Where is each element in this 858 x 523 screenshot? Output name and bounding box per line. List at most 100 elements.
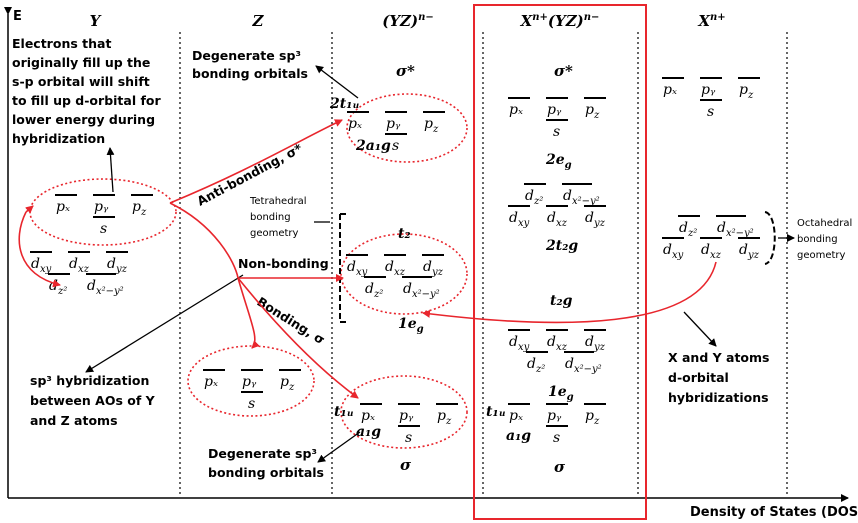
header-y: Y: [90, 12, 102, 30]
arrow-y-d-head: [25, 205, 34, 214]
note-electron-shift: Electrons that originally fill up the s-…: [12, 36, 165, 146]
yz-bond-px-label: pₓ: [361, 408, 375, 424]
arrow-xy-note: [683, 311, 717, 347]
xyz-2t2g: 2t₂g: [545, 238, 578, 254]
yz-bond-py-label: pᵧ: [399, 408, 414, 424]
note-tetrahedral: Tetrahedral bonding geometry: [249, 196, 310, 239]
xyz-2eg: 2eg: [545, 152, 572, 171]
header-yz-base: (YZ): [382, 12, 418, 30]
yz-t1u: t₁ᵤ: [334, 404, 354, 420]
yz-sigma-star: σ*: [396, 62, 415, 80]
xyz-bond-p-py-label: pᵧ: [547, 408, 562, 424]
arrow-electron-note: [106, 147, 115, 193]
note-degenerate-top: Degenerate sp³ bonding orbitals: [192, 48, 308, 81]
xn-dxz-label: dxz: [701, 242, 722, 261]
arrow-y-nonbond-stem: [169, 202, 239, 279]
xyz-t1u: t₁ᵤ: [486, 404, 506, 420]
yz-nonbond-dx2y2-label: dx²−y²: [403, 281, 440, 300]
xyz-bond-d-dz2-label: dz²: [527, 356, 545, 375]
note-octahedral: Octahedral bonding geometry: [797, 218, 855, 261]
header-xyz-xsup: n+: [532, 12, 548, 23]
yz-nonbond-dz2-label: dz²: [365, 281, 383, 300]
xn-p-pz-label: pz: [739, 82, 754, 101]
black-arrows: [85, 65, 795, 463]
xn-p-py-label: pᵧ: [701, 82, 716, 98]
xyz-bond-d-dxz-label: dxz: [547, 334, 568, 353]
note-degenerate-bottom: Degenerate sp³ bonding orbitals: [208, 446, 324, 480]
xyz-antibond-pz-label: pz: [585, 102, 600, 121]
xyz-bond-p-pz-label: pz: [585, 408, 600, 427]
ellipse-bonding: [340, 375, 468, 449]
xn-p-px-label: pₓ: [663, 82, 677, 98]
ellipse-z-p: [187, 345, 315, 417]
xyz-sigma-star: σ*: [554, 62, 573, 80]
xyz-bond-d-dxy-label: dxy: [509, 334, 530, 353]
arrow-y-d-shift: [18, 211, 61, 288]
yz-antibond-s-label: s: [392, 138, 399, 154]
z-p-pz-label: pz: [280, 374, 295, 393]
header-xyz-x: X: [520, 12, 534, 30]
column-separators: [179, 32, 788, 494]
header-yz: (YZ)n−: [382, 12, 434, 30]
header-z: Z: [252, 12, 265, 30]
xyz-antibond-py-label: pᵧ: [547, 102, 562, 118]
xyz-antibond-s-label: s: [553, 124, 560, 140]
annotation-text: Electrons that originally fill up the s-…: [12, 36, 774, 480]
tetra-bracket: [339, 213, 348, 323]
yz-nonbond-dyz-label: dyz: [423, 259, 444, 278]
xyz-bond-d-dx2y2-label: dx²−y²: [565, 356, 602, 375]
yz-2t1u: 2t₁ᵤ: [329, 96, 360, 112]
y-p-s-label: s: [100, 221, 107, 237]
z-p-py-label: pᵧ: [242, 374, 257, 390]
highlight-box: [473, 4, 647, 520]
header-xn-base: X: [697, 12, 711, 30]
header-xyz-base: (YZ): [548, 12, 584, 30]
arrow-to-antibonding: [169, 119, 343, 204]
y-p-pz-label: pz: [132, 199, 147, 218]
yz-sigma: σ: [400, 456, 412, 474]
xn-dz2-label: dz²: [679, 220, 697, 239]
column-headers: Y Z (YZ)n− Xn+(YZ)n− Xn+: [90, 12, 726, 30]
xyz-antibond-px-label: pₓ: [509, 102, 523, 118]
arrow-xd-to-1eg: [422, 261, 717, 324]
xn-p-s-label: s: [707, 104, 714, 120]
axes: E Density of States (DOS): [4, 7, 858, 520]
y-d-dx2y2-label: dx²−y²: [87, 278, 124, 297]
red-arrows: [18, 119, 717, 399]
label-non-bonding: Non-bonding: [238, 256, 329, 271]
xyz-2eg-dz2-label: dz²: [525, 188, 543, 207]
x-axis-label: Density of States (DOS): [690, 505, 858, 520]
header-xyz: Xn+(YZ)n−: [520, 12, 600, 30]
y-d-dz2-label: dz²: [49, 278, 67, 297]
ellipse-antibonding: [346, 93, 468, 163]
yz-a1g: a₁g: [356, 424, 381, 440]
xyz-a1g: a₁g: [506, 428, 531, 444]
octa-bracket: [764, 211, 776, 265]
header-xn-sup: n+: [710, 12, 726, 23]
xyz-bond-p-px-label: pₓ: [509, 408, 523, 424]
xyz-sigma: σ: [554, 458, 566, 476]
yz-t2: t₂: [398, 226, 411, 242]
header-yz-sup: n−: [418, 12, 434, 23]
yz-1eg: 1eg: [398, 316, 424, 335]
xn-dxy-label: dxy: [663, 242, 684, 261]
arrow-degenerate-top: [315, 65, 359, 99]
yz-antibond-px-label: pₓ: [348, 116, 362, 132]
yz-nonbond-dxy-label: dxy: [347, 259, 368, 278]
note-xy-hybrid: X and Y atoms d-orbital hybridizations: [668, 350, 774, 405]
header-xn: Xn+: [697, 12, 725, 30]
yz-nonbond-dxz-label: dxz: [385, 259, 406, 278]
xn-dx2y2-label: dx²−y²: [717, 220, 754, 239]
z-p-s-label: s: [248, 396, 255, 412]
xn-dyz-label: dyz: [739, 242, 760, 261]
yz-antibond-py-label: pᵧ: [386, 116, 401, 132]
xyz-1eg: 1eg: [548, 384, 574, 403]
xyz-2t2g-dxz-label: dxz: [547, 210, 568, 229]
header-xyz-sup: n−: [584, 12, 600, 23]
yz-bond-s-label: s: [405, 430, 412, 446]
yz-bond-pz-label: pz: [437, 408, 452, 427]
arrow-to-z-p: [237, 277, 260, 349]
